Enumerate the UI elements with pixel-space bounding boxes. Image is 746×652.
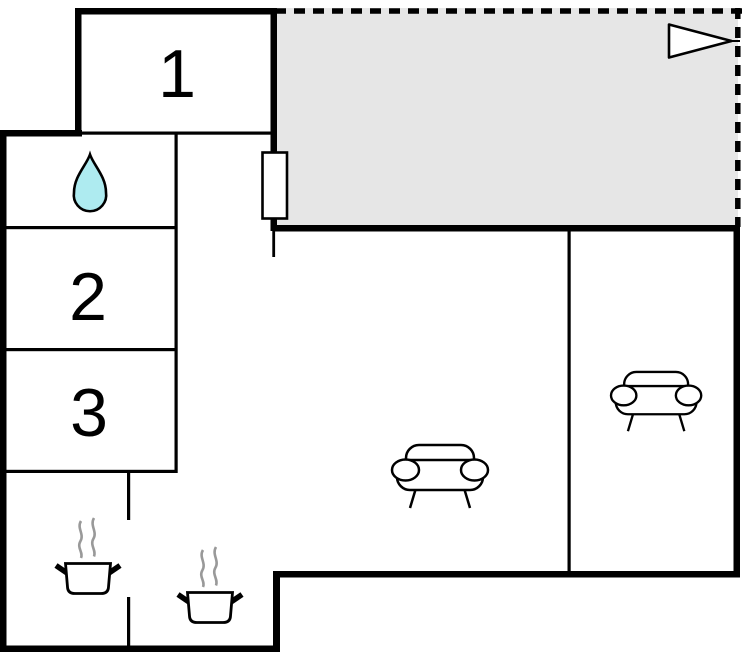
wall-segment bbox=[273, 225, 740, 232]
partition-wall bbox=[6, 469, 176, 473]
wall-segment bbox=[75, 8, 82, 136]
wall-segment bbox=[75, 8, 277, 15]
flag-icon bbox=[667, 23, 740, 59]
terrace-area bbox=[275, 8, 742, 228]
terrace-floor bbox=[277, 8, 738, 228]
sofa-armrest bbox=[459, 458, 490, 482]
wall-segment bbox=[273, 571, 280, 652]
partition-wall bbox=[272, 231, 276, 257]
sofa-leg bbox=[677, 412, 686, 432]
balcony-door bbox=[261, 151, 289, 220]
partition-wall bbox=[127, 597, 131, 646]
sofa-icon bbox=[390, 443, 490, 509]
partition-wall bbox=[174, 131, 178, 473]
icons-layer bbox=[54, 23, 740, 624]
steam-line bbox=[90, 517, 96, 557]
sofa-leg bbox=[462, 487, 472, 509]
wall-segment bbox=[0, 130, 82, 137]
cooking-pot-icon bbox=[54, 517, 122, 595]
pot-body bbox=[63, 562, 113, 595]
partition-wall bbox=[127, 471, 131, 520]
wall-segment bbox=[270, 8, 277, 153]
steam-line bbox=[199, 549, 205, 588]
wall-segment bbox=[270, 218, 277, 231]
wall-segment bbox=[273, 571, 740, 578]
pot-body bbox=[185, 591, 235, 624]
room-labels: 1 2 3 bbox=[69, 36, 196, 451]
sofa-armrest bbox=[390, 458, 421, 482]
wall-segment bbox=[0, 645, 280, 652]
partition-wall bbox=[6, 348, 176, 352]
cooking-pot-icon bbox=[176, 546, 244, 624]
wall-segment bbox=[733, 225, 740, 578]
sofa-leg bbox=[626, 412, 635, 432]
sofa-armrest bbox=[674, 384, 703, 407]
room-label-2: 2 bbox=[69, 259, 107, 335]
wall-segment bbox=[0, 130, 7, 652]
steam-line bbox=[212, 546, 218, 586]
sofa-icon bbox=[609, 370, 703, 432]
sofa-leg bbox=[408, 487, 418, 509]
partition-wall bbox=[6, 226, 176, 230]
flag-triangle bbox=[667, 23, 733, 59]
walls bbox=[0, 8, 740, 652]
steam-line bbox=[77, 520, 83, 559]
room-label-1: 1 bbox=[158, 36, 196, 112]
sofa-armrest bbox=[609, 384, 638, 407]
water-drop-icon bbox=[72, 150, 108, 213]
partition-wall bbox=[567, 231, 571, 578]
room-label-3: 3 bbox=[70, 375, 108, 451]
